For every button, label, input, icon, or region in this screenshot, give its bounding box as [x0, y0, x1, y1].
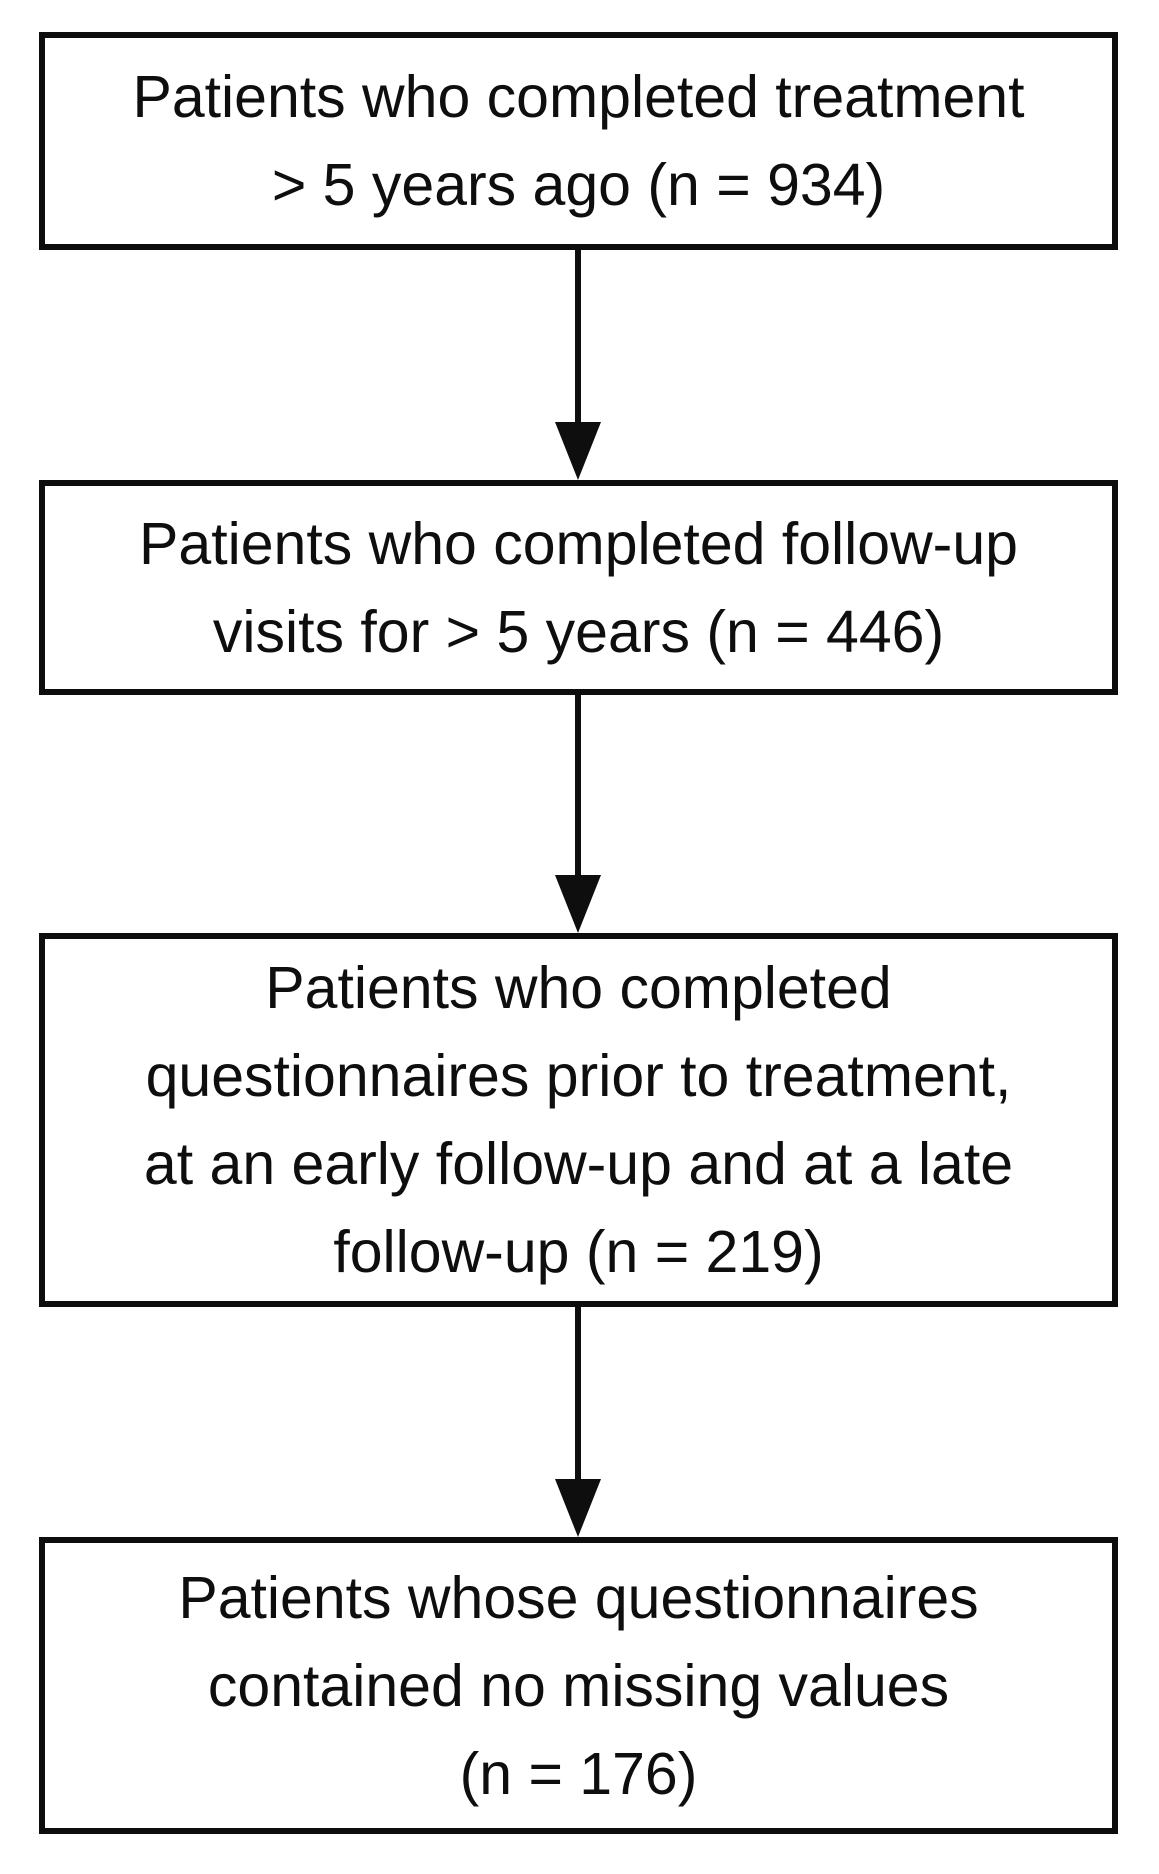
flow-box-text-line: visits for > 5 years (n = 446): [212, 598, 945, 665]
flow-box-text-line: (n = 176): [459, 1740, 698, 1807]
flow-box-completed-treatment: Patients who completed treatment > 5 yea…: [39, 32, 1118, 250]
flow-box-text-line: follow-up (n = 219): [333, 1219, 824, 1285]
flow-box-text-line: contained no missing values: [207, 1652, 950, 1719]
connector-arrow-2: [555, 695, 601, 933]
connector-arrow-3: [555, 1307, 601, 1537]
flow-box-completed-questionnaires: Patients who completed questionnaires pr…: [39, 933, 1118, 1307]
flow-box-text-line: > 5 years ago (n = 934): [271, 152, 886, 218]
connector-arrow-1: [555, 250, 601, 480]
flow-box-text-line: Patients who completed: [265, 955, 892, 1021]
flow-box-text-line: Patients who completed treatment: [132, 64, 1025, 130]
flow-box-text-line: Patients whose questionnaires: [178, 1564, 979, 1631]
flow-box-completed-followup-visits: Patients who completed follow-up visits …: [39, 480, 1118, 695]
arrow-shaft: [575, 250, 581, 440]
arrow-shaft: [575, 695, 581, 893]
arrowhead-down-icon: [555, 875, 601, 933]
flow-box-text-line: at an early follow-up and at a late: [143, 1131, 1014, 1197]
arrowhead-down-icon: [555, 422, 601, 480]
flow-box-text-line: questionnaires prior to treatment,: [145, 1043, 1012, 1109]
flow-box-text-line: Patients who completed follow-up: [139, 510, 1018, 577]
arrowhead-down-icon: [555, 1479, 601, 1537]
flow-box-no-missing-values: Patients whose questionnaires contained …: [39, 1537, 1118, 1834]
arrow-shaft: [575, 1307, 581, 1497]
